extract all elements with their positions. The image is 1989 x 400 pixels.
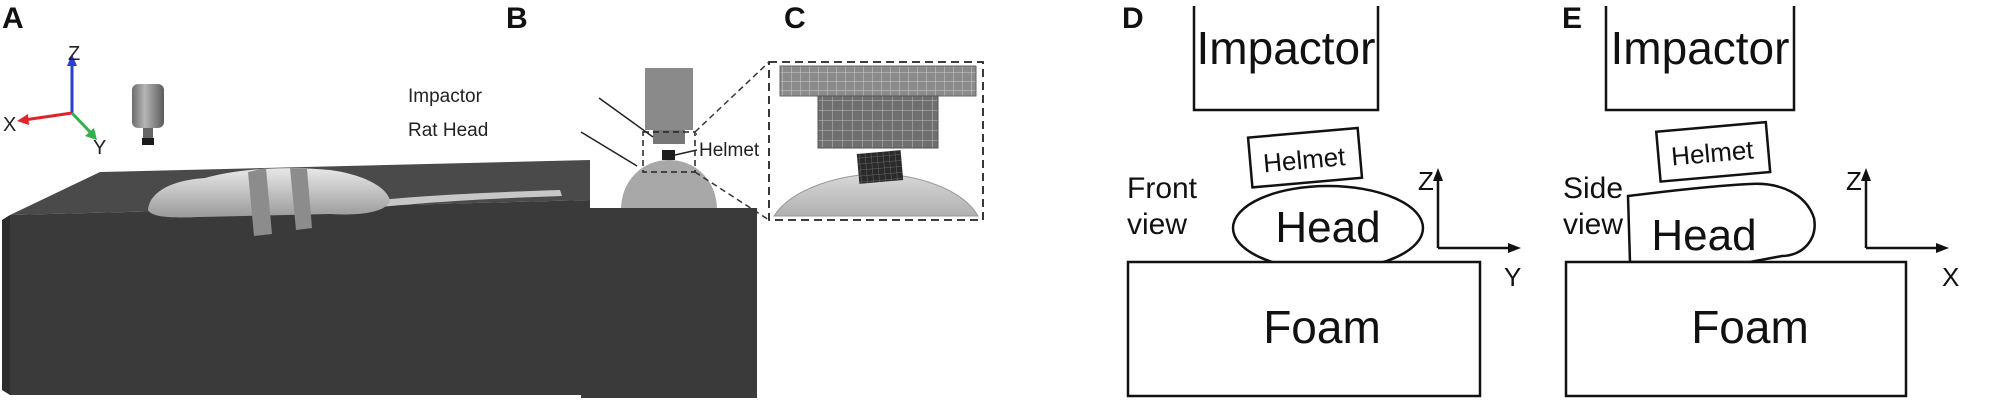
vertical-axis-arrow-e [1861, 168, 1871, 181]
strap-front [248, 168, 272, 236]
helmet-b [662, 150, 675, 160]
panel-e: E Impactor Helmet Head Side view Foam Z … [1560, 0, 1989, 400]
panel-c-figure [696, 61, 984, 221]
panel-c-label: C [784, 2, 806, 35]
x-axis [23, 111, 73, 122]
foam-shape-d [1126, 260, 1482, 398]
z-axis-arrow [67, 54, 77, 66]
zoom-box-b [642, 131, 696, 173]
view-label-line1-d: Front [1127, 172, 1198, 205]
head-shape-e [1626, 182, 1816, 264]
foam-block-side [2, 215, 10, 395]
helmet-small [142, 138, 154, 145]
rat-head-dome-b [621, 160, 717, 210]
helmet-callout: Helmet [699, 140, 760, 161]
foam-block-front [10, 200, 590, 395]
z-axis-label: Z [68, 43, 80, 65]
vertical-axis-label-d: Z [1418, 166, 1434, 196]
impactor-mesh-bottom [817, 95, 939, 149]
impactor-callout: Impactor [408, 86, 483, 107]
impactor-label-e: Impactor [1611, 22, 1790, 74]
vertical-axis-label-e: Z [1846, 166, 1862, 196]
panel-e-label: E [1562, 2, 1583, 35]
head-label-e: Head [1651, 211, 1756, 260]
view-label-line2-e: view [1563, 208, 1623, 241]
strap-back [290, 168, 312, 230]
impactor-lower-b [653, 130, 685, 144]
y-axis-arrow [85, 128, 97, 140]
impactor-stem [143, 128, 153, 138]
panel-b-figure: Impactor Rat Head Helmet [408, 68, 760, 398]
impactor-shape-e [1604, 6, 1796, 112]
foam-label-d: Foam [1263, 301, 1381, 353]
rat-tail [380, 190, 562, 207]
y-axis-label: Y [93, 137, 106, 159]
helmet-label-d: Helmet [1262, 141, 1347, 178]
horizontal-axis-arrow-d [1508, 243, 1521, 253]
panel-a: A [0, 0, 590, 400]
vertical-axis-arrow-d [1433, 168, 1443, 181]
rat-head-callout: Rat Head [408, 120, 488, 141]
view-label-line1-e: Side [1563, 172, 1623, 205]
helmet-shape-e [1654, 120, 1772, 183]
panel-a-figure: Z X Y [2, 43, 590, 395]
panel-d-figure: Impactor Helmet Head Front view Foam Z Y [1126, 6, 1521, 398]
horizontal-axis-arrow-e [1936, 243, 1949, 253]
impactor-cylinder-b [645, 68, 693, 130]
head-label-d: Head [1275, 203, 1380, 252]
impactor-label-d: Impactor [1197, 22, 1376, 74]
foam-block-b [581, 208, 757, 398]
view-label-line2-d: view [1127, 208, 1187, 241]
helmet-mesh [856, 150, 904, 184]
x-axis-arrow [17, 114, 29, 125]
helmet-shape-d [1246, 126, 1364, 189]
helmet-label-e: Helmet [1670, 134, 1755, 171]
horizontal-axis-label-e: X [1942, 262, 1959, 292]
foam-shape-e [1564, 260, 1908, 398]
impactor-leader [598, 97, 654, 138]
horizontal-axis-label-d: Y [1504, 262, 1521, 292]
panel-d: D Impactor Helmet Head Front view Foam Z… [1122, 0, 1560, 400]
foam-label-e: Foam [1691, 301, 1809, 353]
impactor-shape-d [1192, 6, 1380, 112]
rat-head-leader [580, 131, 638, 167]
impactor-cylinder [132, 84, 164, 128]
helmet-leader [674, 149, 698, 156]
panel-d-label: D [1122, 2, 1144, 35]
x-axis-label: X [3, 114, 16, 136]
impactor-mesh-top [779, 65, 977, 97]
panel-e-figure: Impactor Helmet Head Side view Foam Z X [1563, 6, 1959, 398]
rat-body [148, 168, 390, 218]
panel-a-label: A [2, 2, 24, 35]
panel-b-label: B [506, 2, 528, 35]
y-axis [70, 111, 94, 136]
panel-c: C [696, 0, 1102, 400]
panel-b: B Impactor Rat Head Helmet [408, 0, 823, 400]
